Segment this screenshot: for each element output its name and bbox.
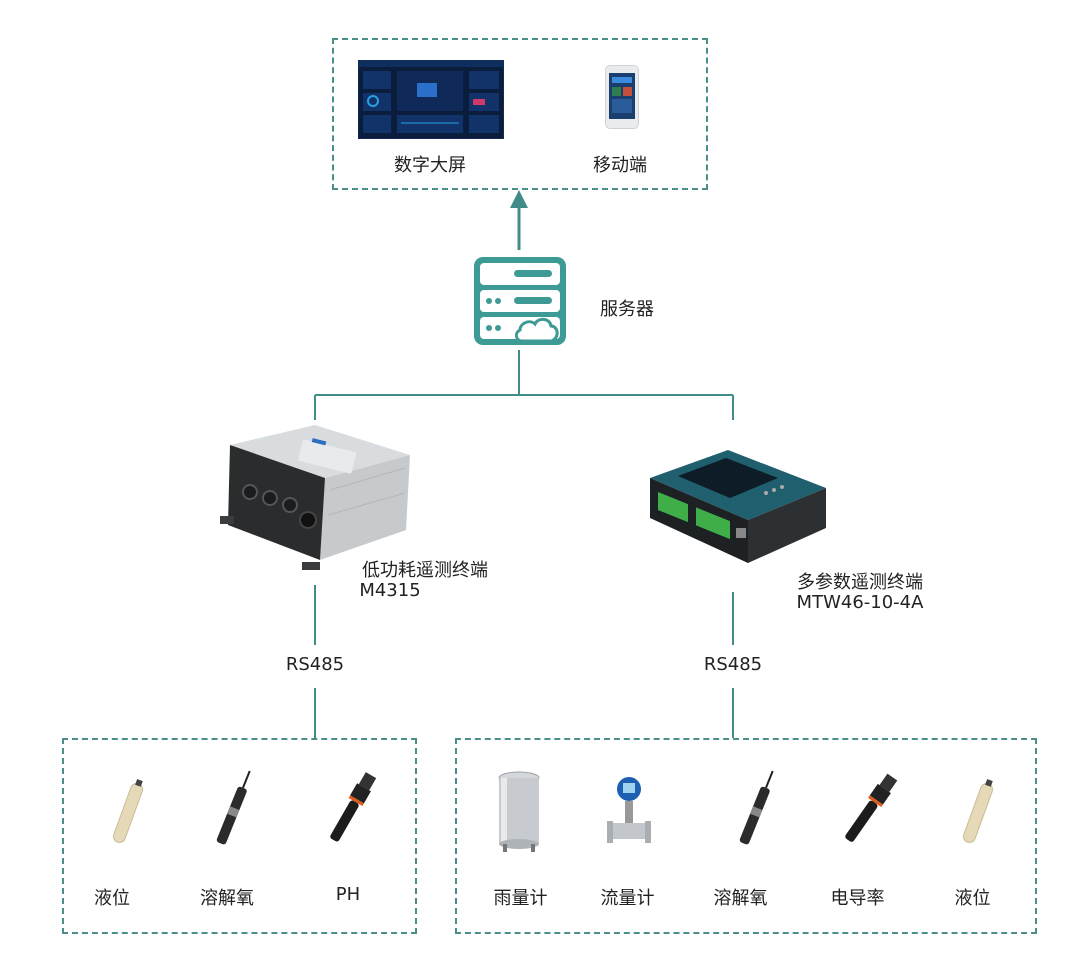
do-sensor-image-2 bbox=[735, 768, 779, 852]
right-sensor-1-label: 雨量计 bbox=[493, 888, 548, 909]
right-terminal-model: MTW46-10-4A bbox=[796, 592, 924, 613]
level-sensor-image bbox=[108, 778, 148, 848]
digital-screen-image bbox=[358, 60, 504, 139]
right-sensor-4-label: 电导率 bbox=[830, 888, 885, 909]
rain-gauge-image bbox=[495, 770, 543, 852]
flow-meter-image bbox=[605, 775, 653, 853]
right-terminal-name: 多参数遥测终端 bbox=[797, 572, 923, 593]
right-sensor-3-label: 溶解氧 bbox=[713, 888, 768, 909]
mtw46-terminal-image bbox=[648, 448, 828, 568]
right-bus-label: RS485 bbox=[703, 654, 763, 675]
mobile-phone-image bbox=[605, 65, 639, 129]
m4315-terminal-image bbox=[220, 420, 415, 580]
left-sensor-3-label: PH bbox=[335, 884, 361, 905]
left-terminal-model: M4315 bbox=[359, 580, 421, 601]
server-label: 服务器 bbox=[600, 299, 654, 320]
right-sensor-2-label: 流量计 bbox=[600, 888, 655, 909]
ph-sensor-image bbox=[322, 768, 382, 848]
left-terminal-name: 低功耗遥测终端 bbox=[362, 560, 488, 581]
level-sensor-image-2 bbox=[958, 778, 998, 848]
conductivity-sensor-image bbox=[835, 768, 905, 850]
left-sensor-1-label: 液位 bbox=[94, 888, 130, 909]
right-sensor-5-label: 液位 bbox=[954, 888, 991, 909]
screen-label: 数字大屏 bbox=[394, 155, 466, 176]
do-sensor-image bbox=[212, 768, 256, 852]
mobile-label: 移动端 bbox=[593, 155, 647, 176]
right-sensor-box bbox=[455, 738, 1037, 934]
left-sensor-box bbox=[62, 738, 417, 934]
display-group-box bbox=[332, 38, 708, 190]
arrow-up-icon bbox=[510, 190, 528, 208]
left-sensor-2-label: 溶解氧 bbox=[200, 888, 254, 909]
left-bus-label: RS485 bbox=[285, 654, 345, 675]
server-cloud-icon bbox=[470, 253, 570, 349]
